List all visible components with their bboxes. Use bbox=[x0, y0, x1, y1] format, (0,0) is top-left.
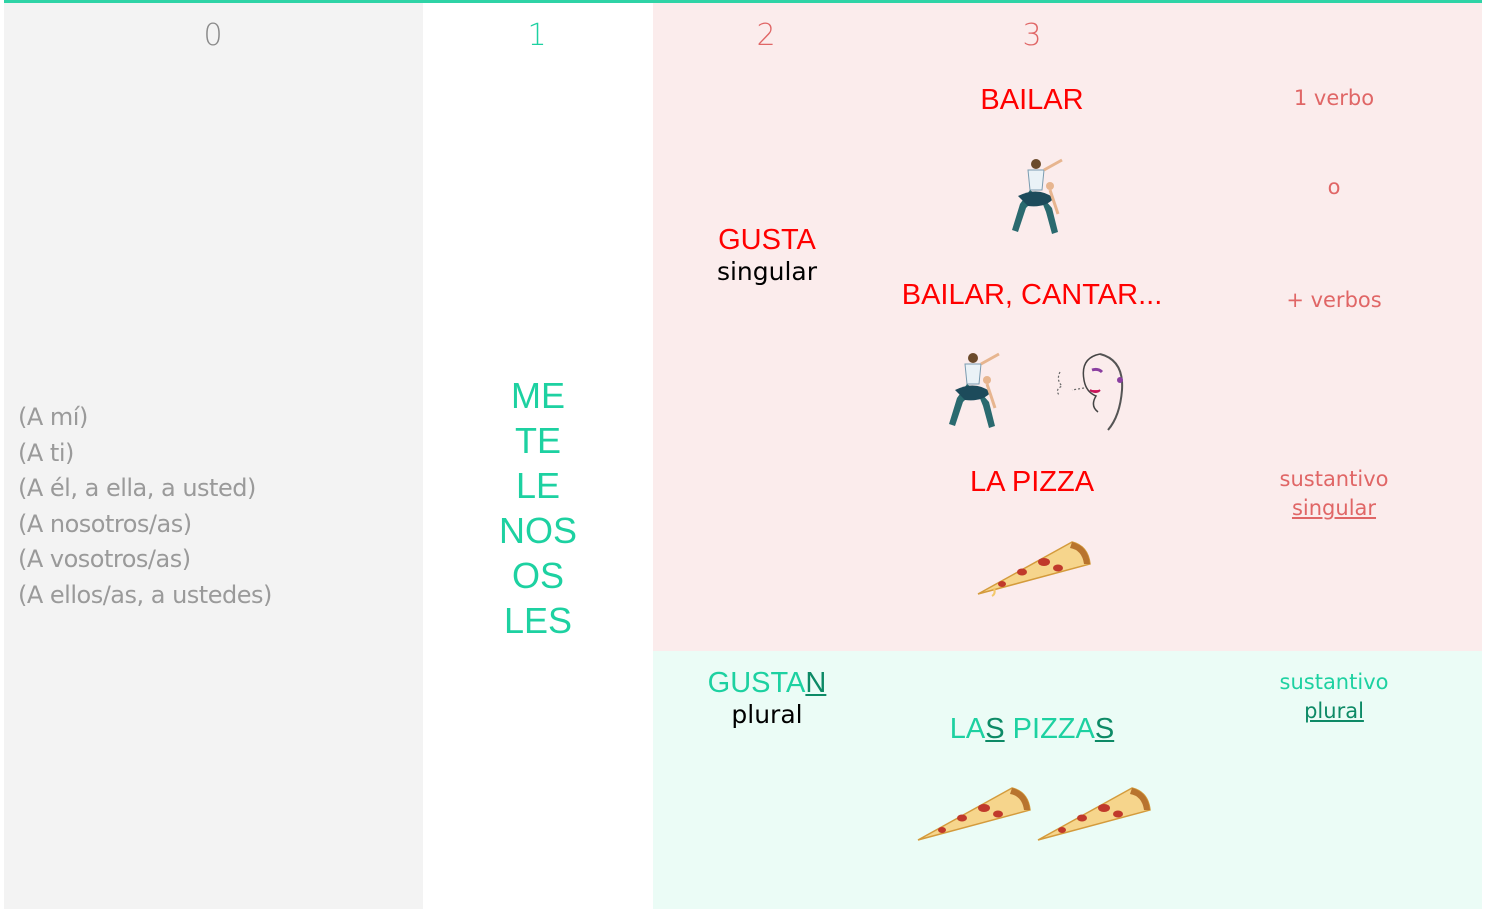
example-bailar-cantar: BAILAR, CANTAR... bbox=[901, 279, 1163, 311]
las-pizzas-plural-mark: S bbox=[1094, 713, 1115, 745]
gustan-verb-ending: N bbox=[805, 667, 827, 699]
pronoun-list: (A mí) (A ti) (A él, a ella, a usted) (A… bbox=[18, 400, 272, 613]
gustan-verb-base: GUSTA bbox=[707, 667, 806, 699]
note-plural: plural bbox=[1304, 699, 1364, 723]
note-sustantivo-singular: sustantivo singular bbox=[1234, 465, 1434, 523]
pronoun-item: (A ti) bbox=[18, 438, 74, 467]
pronoun-item: (A ellos/as, a ustedes) bbox=[18, 580, 272, 609]
pronoun-item: (A nosotros/as) bbox=[18, 509, 192, 538]
note-sustantivo: sustantivo bbox=[1279, 670, 1389, 694]
gustan-plural: GUSTAN plural bbox=[680, 667, 854, 729]
pizza-slice-icon bbox=[977, 541, 1091, 597]
las-pizzas-part: LA bbox=[949, 713, 986, 745]
pizza-slice-icon bbox=[917, 787, 1031, 841]
gusta-singular: GUSTA singular bbox=[680, 224, 854, 286]
top-accent-line bbox=[4, 0, 1482, 3]
example-bailar: BAILAR bbox=[980, 84, 1084, 116]
object-pronoun: LES bbox=[503, 600, 573, 641]
pronoun-item: (A vosotros/as) bbox=[18, 545, 191, 573]
note-sustantivo: sustantivo bbox=[1279, 467, 1389, 491]
column-number-2: 2 bbox=[756, 18, 776, 53]
dancers-icon bbox=[949, 352, 1000, 428]
note-sustantivo-plural: sustantivo plural bbox=[1234, 668, 1434, 726]
gusta-verb: GUSTA bbox=[718, 224, 816, 256]
note-or: o bbox=[1327, 175, 1341, 199]
object-pronoun: NOS bbox=[498, 510, 577, 551]
example-la-pizza: LA PIZZA bbox=[969, 466, 1095, 498]
note-singular: singular bbox=[1291, 496, 1377, 520]
column-number-3: 3 bbox=[1022, 18, 1042, 53]
pronoun-item: (A él, a ella, a usted) bbox=[18, 474, 256, 502]
dancers-icon bbox=[1012, 158, 1063, 234]
object-pronoun: TE bbox=[514, 420, 561, 461]
pizza-slice-icon bbox=[1037, 787, 1151, 841]
column-0-background bbox=[4, 3, 423, 909]
las-pizzas-plural-mark: S bbox=[985, 713, 1005, 745]
object-pronoun-list: ME TE LE NOS OS LES bbox=[423, 373, 653, 643]
pronoun-item: (A mí) bbox=[18, 403, 88, 431]
note-one-verb: 1 verbo bbox=[1293, 86, 1375, 110]
plural-section bbox=[653, 651, 1482, 909]
column-number-1: 1 bbox=[527, 18, 547, 53]
gustan-verb: GUSTAN bbox=[708, 667, 827, 699]
las-pizzas-part: PIZZA bbox=[1004, 713, 1095, 745]
singular-section bbox=[653, 3, 1482, 651]
singular-note: singular bbox=[716, 257, 818, 286]
object-pronoun: OS bbox=[511, 555, 564, 596]
object-pronoun: LE bbox=[515, 465, 561, 506]
note-more-verbs: + verbos bbox=[1286, 288, 1382, 312]
example-las-pizzas: LAS PIZZAS bbox=[872, 713, 1192, 746]
column-number-0: 0 bbox=[203, 18, 223, 53]
column-1-background bbox=[423, 3, 653, 909]
singer-icon bbox=[1056, 353, 1124, 431]
plural-note: plural bbox=[731, 700, 803, 729]
object-pronoun: ME bbox=[511, 375, 565, 416]
